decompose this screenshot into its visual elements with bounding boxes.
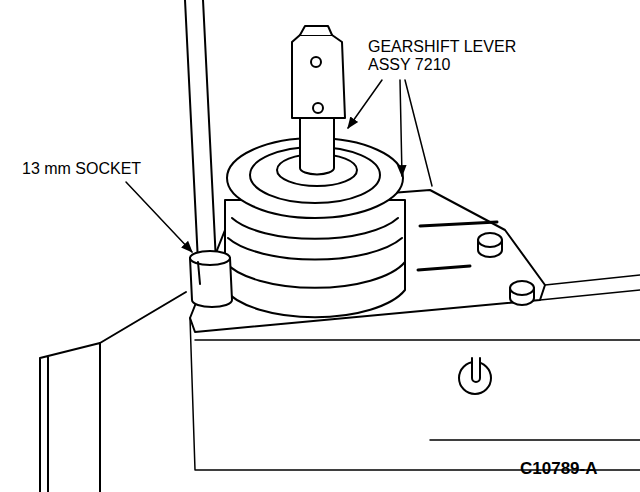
housing-edge: [40, 343, 100, 492]
shift-rail: [459, 358, 491, 394]
leader-line: [400, 80, 402, 176]
bolt: [478, 233, 534, 305]
leader-line: [348, 80, 382, 128]
lever-stem: [292, 26, 345, 174]
part-name: GEARSHIFT LEVER ASSY 7210: [368, 38, 518, 73]
case-extension: [540, 275, 640, 300]
figure-number: C10789-A: [520, 460, 598, 479]
housing-line: [100, 292, 186, 343]
leader-line: [405, 80, 432, 186]
leader-line: [126, 182, 192, 252]
case-body: [190, 318, 640, 470]
socket-extension: [185, 0, 232, 307]
top-plate: [190, 190, 545, 332]
tool-name: 13 mm SOCKET: [22, 160, 141, 178]
